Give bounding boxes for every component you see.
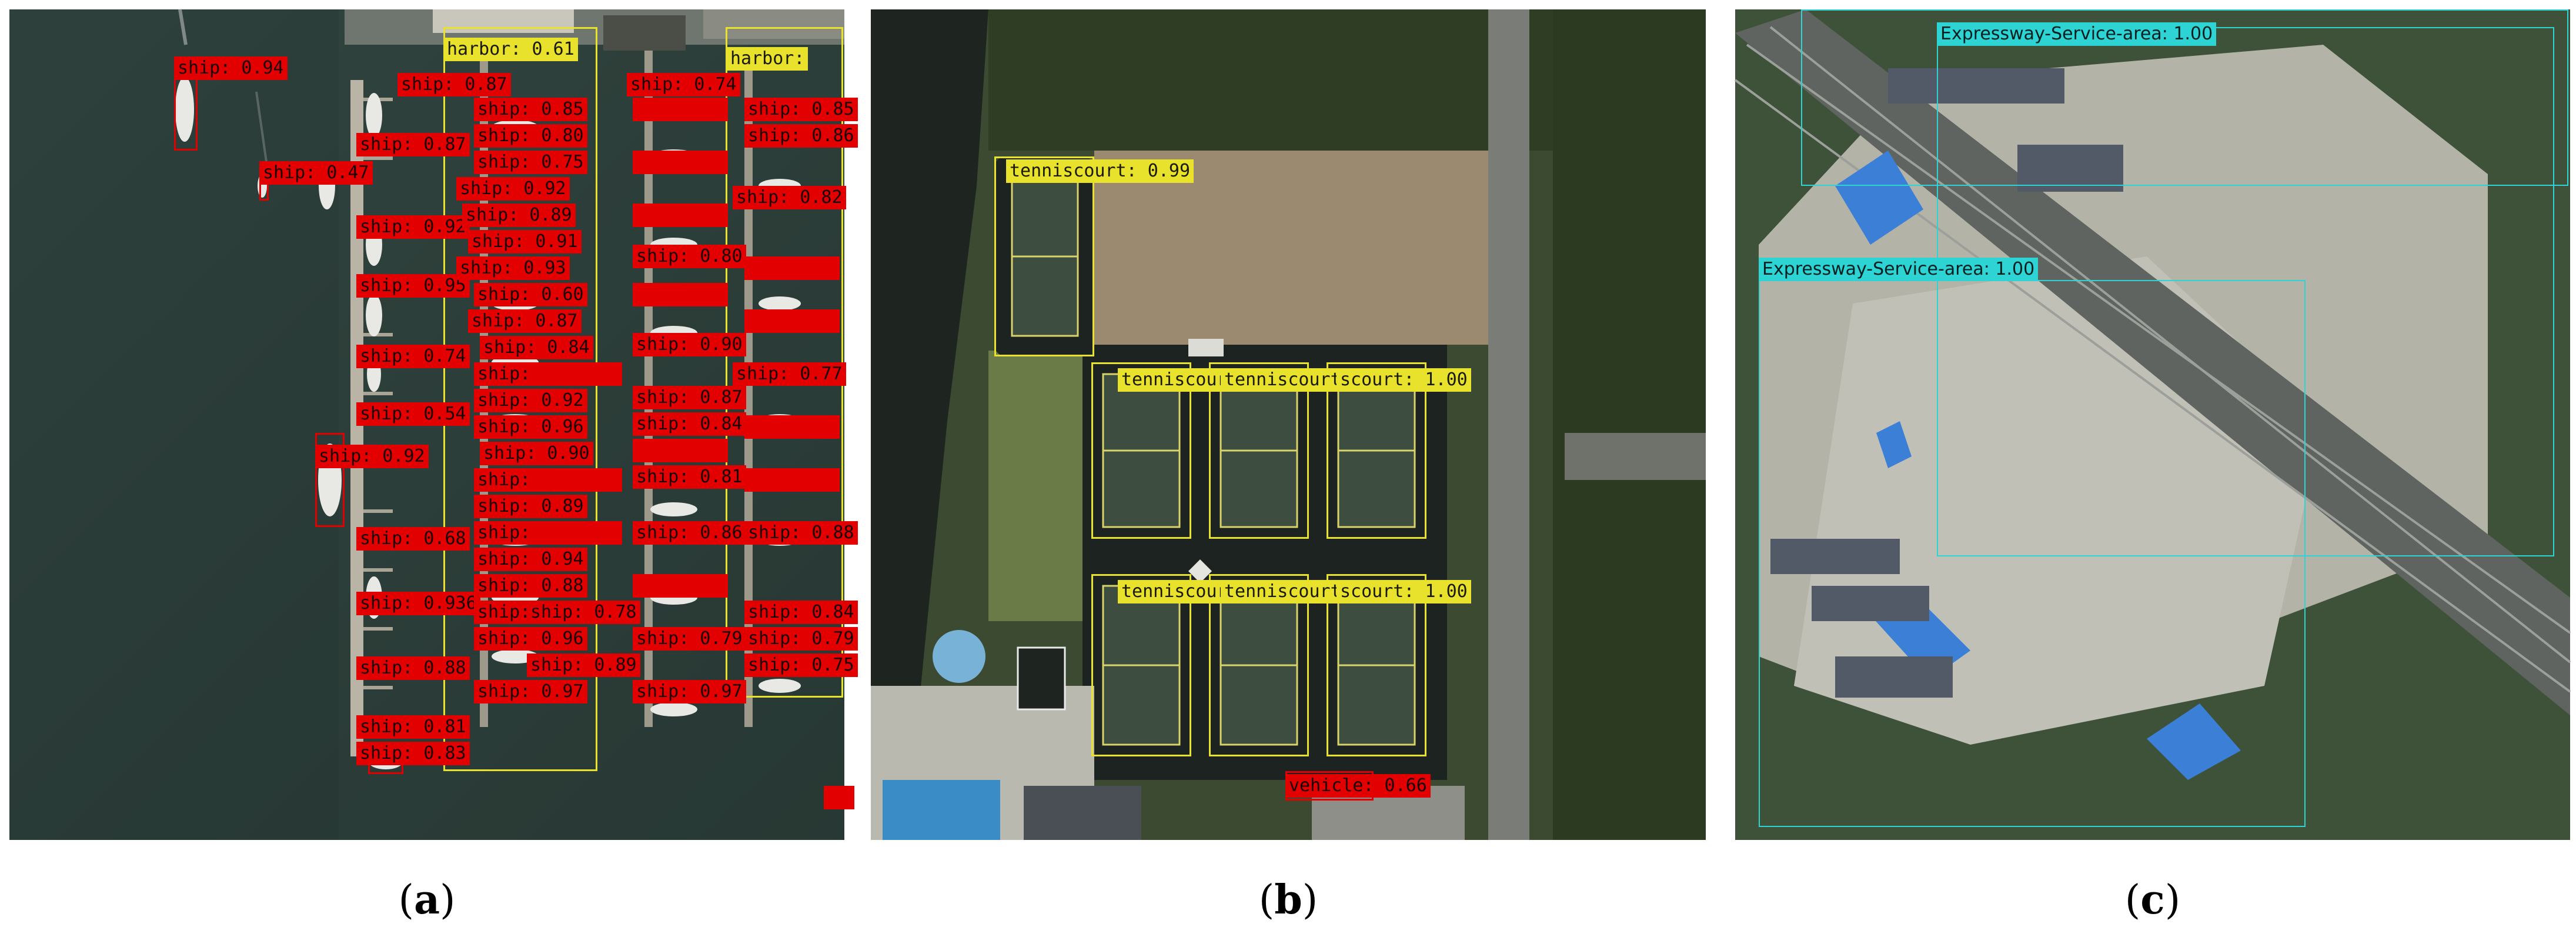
ship-label-overlap — [744, 256, 840, 280]
tenniscourt-box — [1209, 574, 1309, 756]
panel-b-image: tenniscourt: 0.99 tenniscourt tenniscour… — [871, 9, 1706, 840]
ship-label: ship: 0.88 — [356, 656, 470, 680]
ship-label-overlap — [633, 439, 728, 462]
tenniscourt-box — [1091, 362, 1191, 539]
ship-label: ship: 0.87 — [633, 386, 746, 409]
ship-label: ship: 0.97 — [474, 680, 587, 703]
tenniscourt-label: scourt: 1.00 — [1337, 580, 1471, 603]
ship-label: ship: 0.92 — [456, 177, 570, 201]
ship-label: ship: 0.75 — [744, 653, 858, 677]
ship-box — [174, 74, 198, 151]
ship-label: ship: 0.89 — [527, 653, 640, 677]
ship-label: ship: 0.90 — [480, 442, 593, 465]
ship-label: ship: 0.75 — [474, 151, 587, 174]
ship-label: ship: 0.79 — [633, 627, 746, 651]
ship-label: ship: 0.97 — [633, 680, 746, 703]
ship-label-overlap — [527, 468, 622, 492]
ship-label-overlap — [633, 574, 728, 598]
tenniscourt-box — [1327, 574, 1426, 756]
ship-label: ship: 0.92 — [356, 215, 470, 239]
ship-label-overlap — [633, 283, 728, 306]
ship-label: ship: 0.90 — [633, 333, 746, 356]
ship-label-overlap — [527, 362, 622, 386]
ship-label-overlap — [744, 309, 840, 333]
ship-label: ship: 0.86 — [744, 124, 858, 148]
tenniscourt-box — [994, 156, 1094, 356]
tenniscourt-label: tenniscourt: 0.99 — [1006, 159, 1194, 183]
service-area-label: Expressway-Service-area: 1.00 — [1937, 22, 2217, 46]
ship-label: ship: 0.92 — [315, 445, 429, 468]
ship-label: ship: 0.85 — [744, 98, 858, 121]
ship-label: ship: 0.95 — [356, 274, 470, 298]
ship-label-overlap — [633, 98, 728, 121]
ship-label: ship: 0.84 — [744, 601, 858, 624]
ship-label: ship: 0.78 — [527, 601, 640, 624]
ship-label: ship: 0.936 — [356, 592, 480, 615]
ship-label: ship: 0.80 — [633, 245, 746, 268]
harbor-box — [443, 27, 597, 771]
ship-label: ship: 0.83 — [356, 742, 470, 765]
service-area-box — [1759, 280, 2306, 827]
caption-c: (c) — [2124, 876, 2181, 923]
detections-b: tenniscourt: 0.99 tenniscourt tenniscour… — [871, 9, 1706, 840]
harbor-label: harbor: — [727, 47, 808, 71]
ship-label-overlap — [744, 415, 840, 439]
ship-label: ship: 0.93 — [456, 256, 570, 280]
ship-label: ship: 0.88 — [474, 574, 587, 598]
caption-a: (a) — [398, 876, 456, 923]
panel-a-image: harbor: 0.61 harbor: ship: 0.94 ship: 0.… — [9, 9, 858, 840]
expressway-aerial-image — [1734, 9, 2571, 840]
harbor-label: harbor: 0.61 — [443, 38, 578, 61]
ship-label: ship: 0.89 — [474, 495, 587, 518]
ship-label: ship: 0.79 — [744, 627, 858, 651]
ship-label: ship: 0.87 — [397, 73, 511, 96]
ship-label: ship: 0.47 — [259, 161, 373, 185]
panel-c-image: Expressway-Service-area: 1.00 Expressway… — [1734, 9, 2571, 840]
ship-label: ship: 0.68 — [356, 527, 470, 551]
service-area-label: Expressway-Service-area: 1.00 — [1759, 258, 2039, 281]
ship-label-overlap — [744, 468, 840, 492]
ship-label: ship: 0.74 — [356, 345, 470, 368]
service-area-box — [1801, 9, 2568, 186]
ship-label: ship: 0.81 — [633, 465, 746, 489]
ship-label: ship: 0.54 — [356, 402, 470, 426]
ship-label-overlap — [824, 786, 854, 809]
ship-label: ship: 0.77 — [733, 362, 846, 386]
detections-a: harbor: 0.61 harbor: ship: 0.94 ship: 0.… — [9, 9, 858, 840]
ship-label: ship: 0.81 — [356, 715, 470, 739]
ship-label: ship: 0.80 — [474, 124, 587, 148]
tennis-courts-aerial-image — [871, 9, 1706, 840]
caption-b: (b) — [1258, 876, 1318, 923]
detections-c: Expressway-Service-area: 1.00 Expressway… — [1735, 9, 2570, 840]
ship-label: ship: 0.91 — [468, 230, 582, 254]
tenniscourt-box — [1209, 362, 1309, 539]
tenniscourt-box — [1327, 362, 1426, 539]
ship-label: ship: 0.87 — [468, 309, 582, 333]
ship-label: ship: 0.96 — [474, 627, 587, 651]
ship-label: ship: 0.88 — [744, 521, 858, 545]
ship-label: ship: 0.82 — [733, 186, 846, 209]
ship-label: ship: 0.84 — [633, 412, 746, 436]
ship-label: ship: 0.87 — [356, 133, 470, 156]
tenniscourt-box — [1091, 574, 1191, 756]
ship-label-overlap — [527, 521, 622, 545]
ship-label: ship: 0.92 — [474, 389, 587, 412]
ship-label: ship: 0.74 — [627, 73, 740, 96]
ship-label: ship: 0.89 — [462, 204, 576, 227]
vehicle-label: vehicle: 0.66 — [1285, 774, 1431, 798]
ship-label: ship: 0.94 — [474, 548, 587, 571]
ship-label: ship: 0.94 — [174, 56, 288, 80]
ship-label: ship: 0.85 — [474, 98, 587, 121]
ship-label: ship: 0.84 — [480, 336, 593, 359]
ship-label: ship: 0.60 — [474, 283, 587, 306]
tenniscourt-label: scourt: 1.00 — [1337, 368, 1471, 392]
service-area-box — [1937, 27, 2554, 556]
ship-label: ship: 0.96 — [474, 415, 587, 439]
ship-label-overlap — [633, 151, 728, 174]
ship-label-overlap — [633, 204, 728, 227]
ship-box — [315, 433, 345, 527]
ship-label: ship: 0.86 — [633, 521, 746, 545]
